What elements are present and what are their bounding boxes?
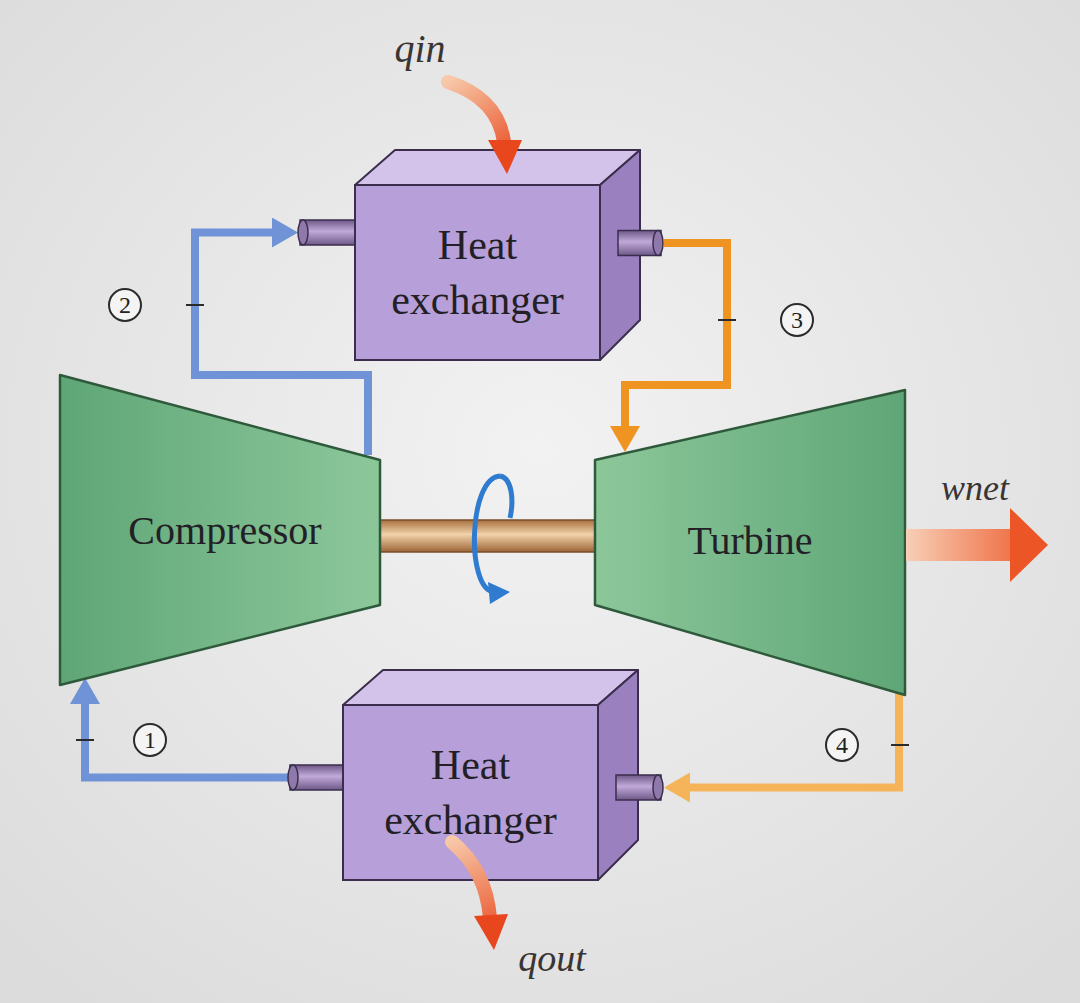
- flow-line: [85, 698, 288, 778]
- energy-label: qout: [518, 936, 586, 980]
- state-tick: [891, 744, 909, 746]
- turbine: Turbine: [593, 388, 907, 697]
- box-front: [355, 185, 600, 360]
- heat-exchanger: Heat exchanger: [288, 668, 664, 884]
- node-label: Compressor: [128, 507, 321, 554]
- box-top: [355, 150, 640, 185]
- state-tick: [186, 304, 204, 306]
- box-front: [343, 705, 598, 880]
- heat-exchanger: Heat exchanger: [298, 148, 664, 364]
- turbine-body: [595, 390, 905, 695]
- compressor: Compressor: [58, 373, 382, 687]
- work-arrow: [906, 529, 1012, 561]
- energy-label: qin: [394, 25, 445, 72]
- pipe-end: [653, 231, 663, 256]
- callout-number: 4: [825, 728, 859, 762]
- node-label: Heat exchanger: [343, 738, 598, 847]
- box-top: [343, 670, 638, 705]
- pipe-end: [298, 220, 308, 245]
- rotation-arrow-back: [500, 476, 512, 518]
- box-face: Heat exchanger: [355, 185, 600, 360]
- callout-number: 2: [108, 288, 142, 322]
- pipe-end: [288, 765, 298, 790]
- energy-label: wnet: [941, 467, 1009, 509]
- callout-number: 3: [780, 303, 814, 337]
- compressor-body: [60, 375, 380, 685]
- flow-line: [684, 693, 899, 788]
- work-arrowhead: [1010, 508, 1048, 582]
- pipe-end: [653, 775, 663, 800]
- node-label: Heat exchanger: [355, 218, 600, 327]
- node-label: Turbine: [687, 517, 812, 564]
- heat-in-arrowhead: [488, 140, 522, 174]
- shaft: [376, 520, 598, 552]
- callout-number: 1: [133, 723, 167, 757]
- heat-out-arrow: [452, 842, 490, 918]
- rotation-arrow: [474, 476, 500, 592]
- heat-in-arrow: [448, 82, 504, 142]
- state-tick: [718, 319, 736, 321]
- heat-out-arrowhead: [474, 914, 508, 950]
- rotation-arrowhead: [488, 582, 510, 604]
- box-face: Heat exchanger: [343, 705, 598, 880]
- state-tick: [76, 739, 94, 741]
